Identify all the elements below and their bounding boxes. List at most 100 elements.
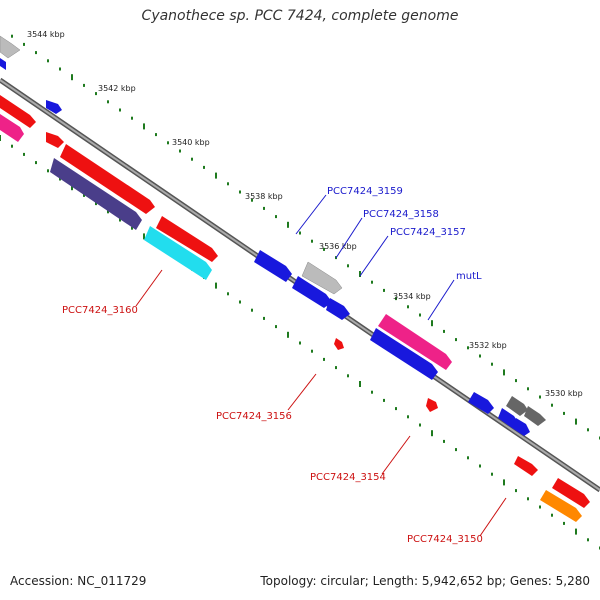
- tick-dot: [479, 354, 481, 358]
- tick-dot: [203, 165, 205, 169]
- gene-feature: [156, 216, 218, 262]
- tick-dot: [155, 133, 157, 137]
- tick-dot: [395, 297, 397, 301]
- tick-label: 3532 kbp: [469, 341, 507, 350]
- accession-text: Accession: NC_011729: [10, 574, 147, 588]
- tick-dot: [359, 271, 361, 277]
- tick-dot: [35, 51, 37, 55]
- gene-label: PCC7424_3150: [407, 534, 483, 545]
- tick-dot: [467, 346, 469, 350]
- tick-dot: [491, 362, 493, 366]
- map-title: Cyanothece sp. PCC 7424, complete genome: [141, 8, 459, 24]
- gene-label: PCC7424_3157: [390, 227, 466, 238]
- tick-dot: [23, 152, 25, 156]
- gene-feature: [552, 478, 590, 508]
- tick-label: 3538 kbp: [245, 192, 283, 201]
- tick-dot: [383, 398, 385, 402]
- gene-feature: [0, 95, 36, 128]
- tick-dot: [143, 233, 145, 240]
- tick-dot: [527, 387, 529, 391]
- gene-feature: [468, 392, 494, 414]
- gene-label: PCC7424_3160: [62, 305, 138, 316]
- tick-dot: [11, 34, 13, 38]
- gene-feature: [524, 406, 546, 426]
- tick-dot: [179, 149, 181, 153]
- tick-dot: [107, 100, 109, 104]
- tick-dot: [167, 141, 169, 145]
- tick-dot: [71, 74, 73, 81]
- gene-feature: [0, 35, 21, 59]
- gene-feature: [144, 226, 212, 280]
- tick-dot: [227, 182, 229, 186]
- gene-feature: [512, 418, 530, 436]
- gene-features: [0, 35, 590, 522]
- tick-dot: [527, 497, 529, 501]
- tick-dot: [215, 282, 217, 289]
- tick-dot: [275, 215, 277, 219]
- tick-dot: [59, 177, 61, 181]
- tick-dot: [551, 513, 553, 517]
- gene-feature: [326, 298, 350, 320]
- tick-label: 3542 kbp: [98, 84, 136, 93]
- tick-dot: [515, 489, 517, 493]
- tick-dot: [575, 418, 577, 425]
- tick-dot: [0, 135, 1, 141]
- tick-dot: [455, 338, 457, 342]
- tick-dot: [383, 288, 385, 292]
- tick-dot: [251, 308, 253, 312]
- gene-feature: [46, 132, 64, 148]
- tick-dot: [455, 448, 457, 452]
- tick-dot: [83, 83, 85, 87]
- tick-dot: [119, 108, 121, 112]
- tick-dot: [479, 464, 481, 468]
- tick-label: 3534 kbp: [393, 292, 431, 301]
- tick-dot-rows: [0, 34, 600, 550]
- gene-feature: [292, 276, 332, 308]
- tick-dot: [23, 42, 25, 46]
- gene-feature: [334, 338, 344, 350]
- tick-dot: [563, 411, 565, 415]
- tick-dot: [587, 428, 589, 432]
- tick-dot: [515, 379, 517, 383]
- tick-dot: [431, 430, 433, 437]
- gene-feature: [0, 114, 24, 142]
- tick-dot: [47, 169, 49, 173]
- tick-dot: [503, 369, 505, 376]
- tick-dot: [59, 67, 61, 71]
- tick-dot: [83, 193, 85, 197]
- tick-dot: [11, 144, 13, 148]
- tick-dot: [575, 528, 577, 535]
- gene-feature: [50, 158, 142, 230]
- tick-dot: [227, 292, 229, 296]
- tick-dot: [371, 280, 373, 284]
- tick-dot: [551, 403, 553, 407]
- gene-feature: [514, 456, 538, 476]
- gene-feature: [0, 58, 6, 70]
- tick-dot: [491, 472, 493, 476]
- gene-label: PCC7424_3154: [310, 472, 386, 483]
- tick-dot: [419, 423, 421, 427]
- genome-summary-text: Topology: circular; Length: 5,942,652 bp…: [260, 574, 590, 588]
- tick-dot: [347, 264, 349, 268]
- gene-label: mutL: [456, 271, 482, 282]
- tick-dot: [443, 329, 445, 333]
- gene-feature: [46, 100, 62, 114]
- tick-dot: [347, 374, 349, 378]
- tick-dot: [95, 202, 97, 206]
- gene-labels: PCC7424_3159 PCC7424_3158 PCC7424_3157 m…: [62, 186, 483, 545]
- tick-dot: [311, 349, 313, 353]
- leader-lines: [135, 194, 507, 537]
- tick-dot: [539, 395, 541, 399]
- tick-dot: [407, 415, 409, 419]
- tick-dot: [191, 157, 193, 161]
- gene-feature: [378, 314, 452, 370]
- tick-dot: [443, 439, 445, 443]
- tick-dot: [119, 218, 121, 222]
- tick-dot: [587, 538, 589, 542]
- tick-labels: 3544 kbp 3542 kbp 3540 kbp 3538 kbp 3536…: [27, 30, 583, 398]
- tick-label: 3540 kbp: [172, 138, 210, 147]
- tick-dot: [143, 123, 145, 130]
- gene-feature: [540, 490, 582, 522]
- tick-dot: [407, 305, 409, 309]
- tick-dot: [311, 239, 313, 243]
